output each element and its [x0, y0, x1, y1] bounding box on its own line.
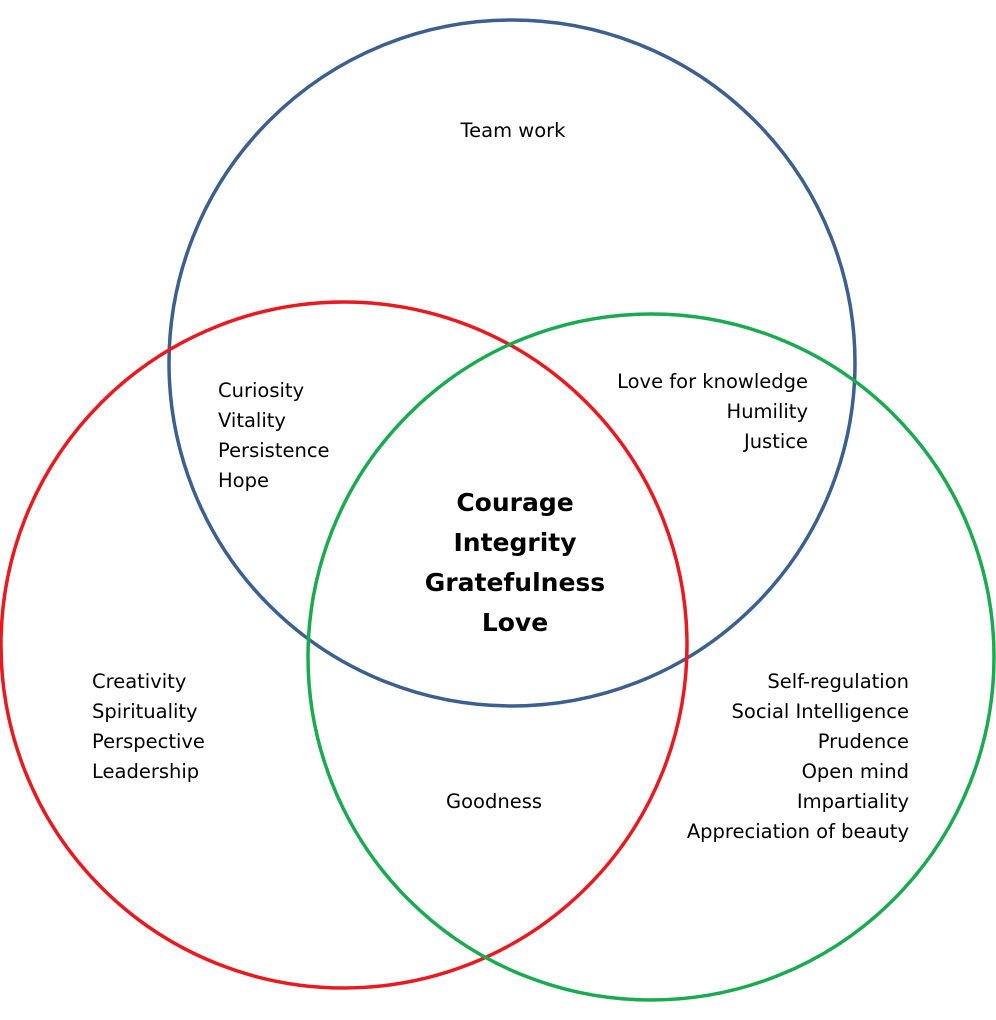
region-right-only: Self-regulation Social Intelligence Prud…	[687, 667, 909, 847]
region-item: Humility	[726, 400, 808, 423]
region-item: Spirituality	[92, 700, 198, 723]
region-item: Curiosity	[218, 379, 305, 402]
region-item: Team work	[460, 119, 566, 142]
circle-left	[0, 300, 689, 990]
region-item: Impartiality	[796, 790, 909, 813]
region-item: Open mind	[801, 760, 909, 783]
region-item: Social Intelligence	[731, 700, 909, 723]
region-item: Goodness	[445, 790, 543, 813]
region-item: Justice	[743, 430, 808, 453]
region-item: Perspective	[92, 730, 205, 753]
region-item: Gratefulness	[424, 568, 606, 597]
circle-top	[167, 18, 857, 708]
region-item: Vitality	[218, 409, 286, 432]
region-top-only: Team work	[413, 116, 613, 146]
region-center-overlap: Courage Integrity Gratefulness Love	[395, 483, 635, 643]
region-item: Courage	[456, 488, 574, 517]
region-item: Creativity	[92, 670, 187, 693]
region-item: Prudence	[817, 730, 909, 753]
region-item: Persistence	[218, 439, 330, 462]
circle-right	[306, 312, 996, 1002]
region-item: Hope	[218, 469, 269, 492]
region-top-right-overlap: Love for knowledge Humility Justice	[617, 367, 808, 457]
region-item: Appreciation of beauty	[686, 820, 909, 843]
region-item: Self-regulation	[767, 670, 909, 693]
region-left-right-overlap: Goodness	[394, 787, 594, 817]
region-top-left-overlap: Curiosity Vitality Persistence Hope	[218, 376, 330, 496]
region-item: Love	[481, 608, 549, 637]
region-left-only: Creativity Spirituality Perspective Lead…	[92, 667, 205, 787]
region-item: Leadership	[92, 760, 200, 783]
region-item: Love for knowledge	[617, 370, 808, 393]
region-item: Integrity	[453, 528, 577, 557]
